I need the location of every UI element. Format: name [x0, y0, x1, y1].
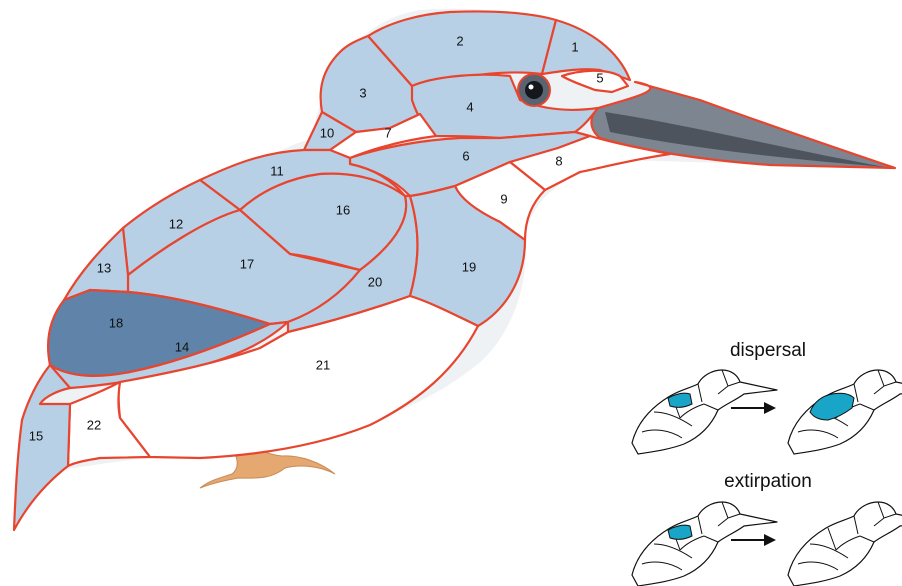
region-label-3: 3: [359, 85, 366, 100]
region-label-12: 12: [169, 216, 183, 231]
bird-eye-highlight: [529, 85, 534, 90]
region-label-20: 20: [368, 274, 382, 289]
region-label-22: 22: [87, 417, 101, 432]
region-label-10: 10: [320, 125, 334, 140]
extirpation-arrow: [731, 534, 776, 546]
region-label-14: 14: [175, 339, 189, 354]
extirpation-label: extirpation: [724, 471, 812, 492]
region-label-16: 16: [336, 202, 350, 217]
dispersal-before-bird: [632, 370, 777, 454]
extirpation-after-bird: [788, 502, 902, 586]
region-label-11: 11: [270, 163, 284, 178]
region-label-5: 5: [596, 70, 603, 85]
region-label-2: 2: [456, 33, 463, 48]
region-label-1: 1: [571, 39, 578, 54]
region-label-15: 15: [29, 428, 43, 443]
region-label-18: 18: [109, 315, 123, 330]
dispersal-label: dispersal: [730, 340, 806, 361]
region-label-9: 9: [500, 191, 507, 206]
region-label-8: 8: [555, 153, 562, 168]
region-label-21: 21: [316, 357, 330, 372]
dispersal-after-bird: [788, 370, 902, 454]
region-label-6: 6: [462, 148, 469, 163]
region-label-17: 17: [240, 256, 254, 271]
region-15-patch[interactable]: [14, 365, 70, 530]
bird-eye: [525, 81, 543, 99]
extirpation-before-bird: [632, 502, 777, 586]
region-label-7: 7: [384, 125, 391, 140]
region-label-13: 13: [97, 260, 111, 275]
region-label-4: 4: [466, 99, 473, 114]
region-label-19: 19: [462, 259, 476, 274]
dispersal-arrow: [731, 402, 776, 414]
